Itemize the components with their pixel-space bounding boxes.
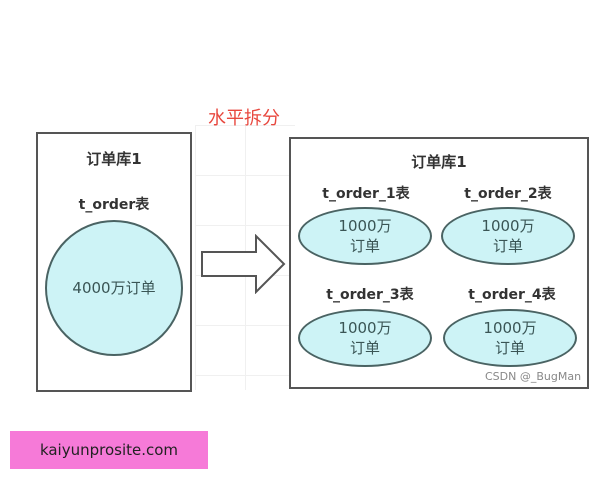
table-2-count: 1000万 [481, 217, 535, 235]
table-4-count: 1000万 [483, 319, 537, 337]
source-db-title: 订单库1 [86, 150, 142, 168]
table-2-unit: 订单 [492, 237, 523, 255]
table-1-label: t_order_1表 [322, 186, 410, 202]
split-label: 水平拆分 [208, 108, 280, 129]
table-2-label: t_order_2表 [464, 186, 552, 202]
right-arrow-icon [201, 234, 286, 294]
source-table-content: 4000万订单 [72, 279, 156, 297]
table-1-ellipse: 1000万订单 [298, 207, 432, 265]
table-4-ellipse: 1000万订单 [443, 309, 577, 367]
source-db-box: 订单库1 t_order表 4000万订单 [36, 132, 192, 392]
table-3-ellipse: 1000万订单 [298, 309, 432, 367]
table-1-unit: 订单 [349, 237, 380, 255]
watermark: CSDN @_BugMan [485, 370, 582, 383]
table-2-ellipse: 1000万订单 [441, 207, 575, 265]
table-3-count: 1000万 [338, 319, 392, 337]
table-1-count: 1000万 [338, 217, 392, 235]
target-db-box: 订单库1 t_order_1表 1000万订单 t_order_2表 1000万… [289, 137, 589, 389]
target-db-title: 订单库1 [411, 153, 467, 171]
source-table-label: t_order表 [78, 197, 150, 213]
source-table-circle: 4000万订单 [45, 220, 183, 356]
site-banner-link[interactable]: kaiyunprosite.com [10, 431, 208, 469]
table-4-label: t_order_4表 [468, 287, 556, 303]
table-4-unit: 订单 [494, 339, 525, 357]
table-3-label: t_order_3表 [326, 287, 414, 303]
table-3-unit: 订单 [349, 339, 380, 357]
banner-text: kaiyunprosite.com [39, 441, 179, 459]
